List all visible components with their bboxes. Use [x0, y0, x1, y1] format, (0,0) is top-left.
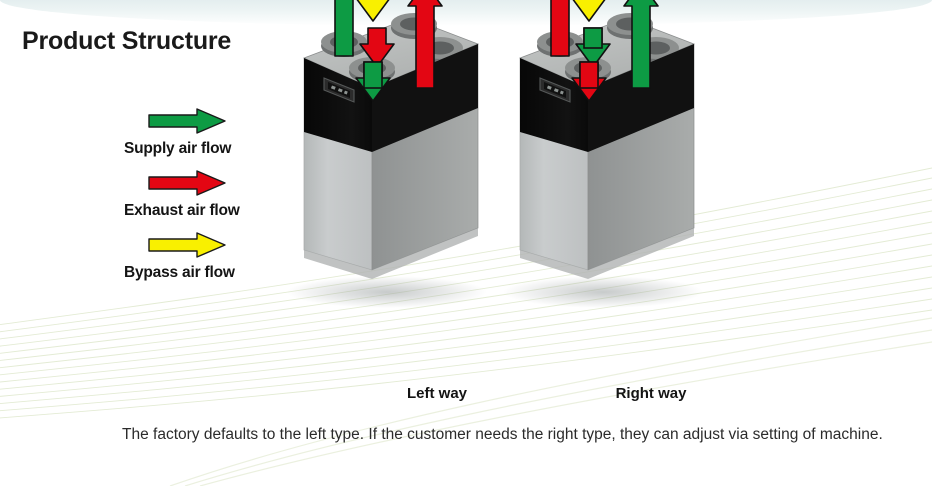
device-illustration — [503, 0, 703, 308]
supply-out-arrow — [623, 0, 659, 89]
device-label-right: Right way — [615, 385, 687, 402]
right-arrow-icon — [148, 170, 226, 196]
bypass-in-arrow — [356, 0, 390, 22]
supply-in-arrow — [355, 61, 391, 102]
legend-label-bypass: Bypass air flow — [124, 264, 235, 281]
supply-in-arrow — [575, 27, 611, 68]
supply-out-arrow — [334, 0, 354, 57]
exhaust-in-arrow — [359, 27, 395, 68]
device-side-panel — [588, 44, 694, 152]
exhaust-out-arrow — [550, 0, 570, 57]
device-front-panel — [520, 58, 588, 152]
device-base-edge — [520, 228, 694, 279]
legend-label-supply: Supply air flow — [124, 140, 232, 157]
legend-item-bypass: Bypass air flow — [120, 232, 330, 282]
legend-label-exhaust: Exhaust air flow — [124, 202, 240, 219]
bypass-in-arrow — [572, 0, 606, 22]
exhaust-out-arrow — [407, 0, 443, 89]
device-figure-right: Right way — [498, 0, 728, 410]
right-arrow-icon — [148, 108, 226, 134]
right-arrow-icon — [148, 232, 226, 258]
device-figure-left: Left way — [282, 0, 512, 410]
device-front-panel — [304, 58, 372, 152]
caption-text: The factory defaults to the left type. I… — [122, 426, 883, 443]
legend: Supply air flow Exhaust air flow Bypass … — [120, 108, 330, 294]
device-label-left: Left way — [406, 385, 467, 402]
device-illustration — [287, 0, 487, 308]
exhaust-in-arrow — [571, 61, 607, 102]
device-side-panel — [372, 44, 478, 152]
device-shadow — [503, 276, 703, 308]
legend-item-supply: Supply air flow — [120, 108, 330, 158]
page-title: Product Structure — [22, 27, 232, 55]
control-display[interactable] — [539, 77, 571, 103]
device-shadow — [287, 276, 487, 308]
device-base-edge — [304, 228, 478, 279]
legend-item-exhaust: Exhaust air flow — [120, 170, 330, 220]
control-display[interactable] — [323, 77, 355, 103]
